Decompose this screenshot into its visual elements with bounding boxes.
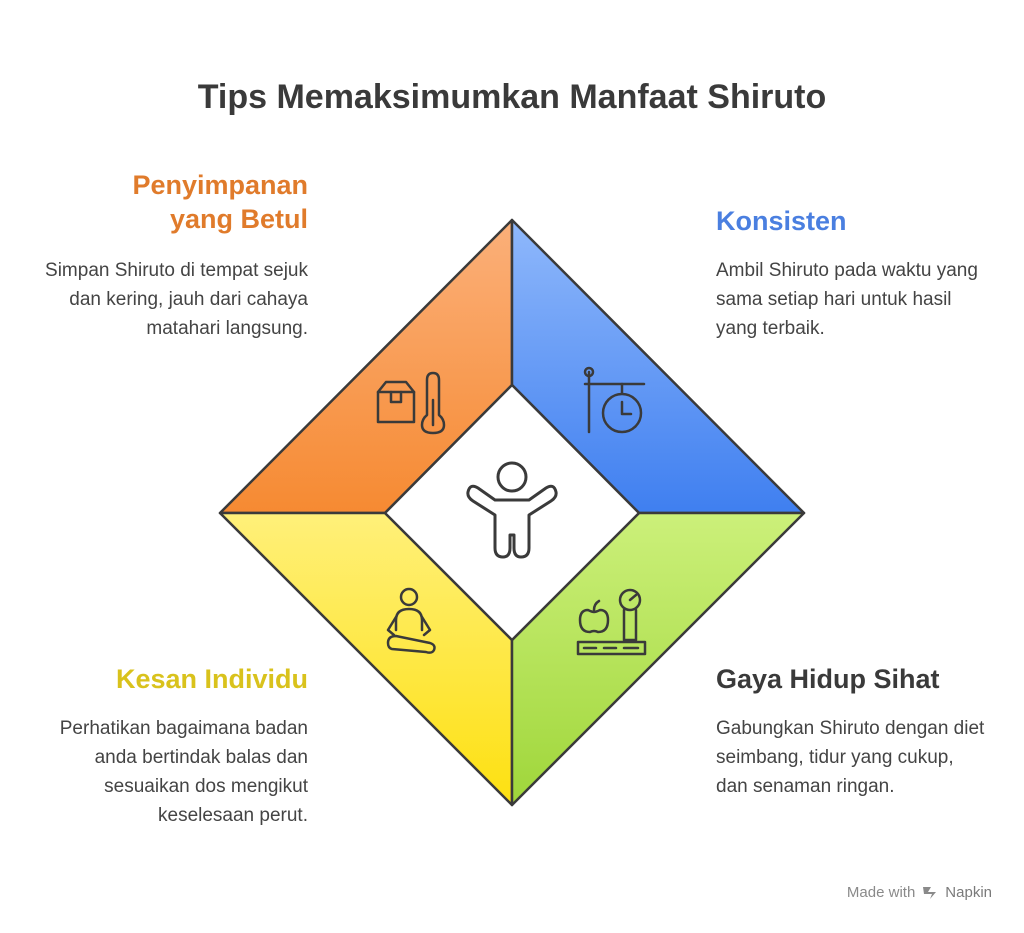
napkin-logo-icon — [923, 886, 937, 899]
center-diamond — [383, 383, 641, 642]
lifestyle-description: Gabungkan Shiruto dengan diet seimbang, … — [716, 718, 985, 797]
individual-heading: Kesan Individu — [115, 664, 308, 694]
consistent-description: Ambil Shiruto pada waktu yang sama setia… — [716, 260, 978, 339]
lifestyle-heading: Gaya Hidup Sihat — [716, 664, 940, 694]
meditation-icon — [386, 587, 436, 654]
made-with-label: Made with — [846, 884, 916, 901]
person-icon — [466, 461, 558, 559]
individual-description: Perhatikan bagaimana badan anda bertinda… — [59, 718, 308, 826]
clock-signpost-icon — [583, 366, 646, 434]
storage-heading: Penyimpanan yang Betul — [132, 170, 308, 234]
consistent-heading: Konsisten — [716, 206, 847, 236]
napkin-brand: Napkin — [945, 884, 992, 901]
page-title: Tips Memaksimumkan Manfaat Shiruto — [197, 78, 827, 116]
made-with-napkin-badge[interactable]: Made with Napkin — [847, 884, 992, 901]
storage-description: Simpan Shiruto di tempat sejuk dan kerin… — [45, 260, 308, 339]
apple-scale-icon — [576, 588, 647, 656]
box-thermometer-icon — [376, 371, 446, 435]
